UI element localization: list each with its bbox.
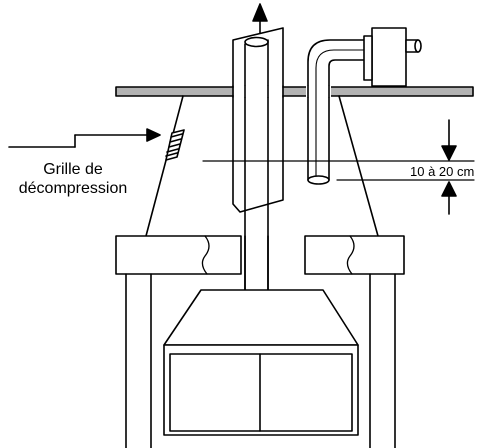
grille-label-line2: décompression <box>19 180 128 197</box>
ceiling-slab <box>115 86 474 97</box>
false-chimney <box>232 27 284 213</box>
grille-label-line1: Grille de <box>43 161 103 178</box>
cabinet-columns <box>125 273 396 448</box>
range-hood <box>163 289 359 436</box>
decompression-grille <box>165 129 185 161</box>
dimension-marker <box>202 119 475 215</box>
distance-label: 10 à 20 cm <box>410 164 474 179</box>
fan-box <box>363 27 422 87</box>
cabinet-beam <box>115 235 405 275</box>
enclosure-walls <box>145 95 379 237</box>
grille-pointer-arrow <box>8 128 161 148</box>
elbow-duct <box>307 39 373 185</box>
